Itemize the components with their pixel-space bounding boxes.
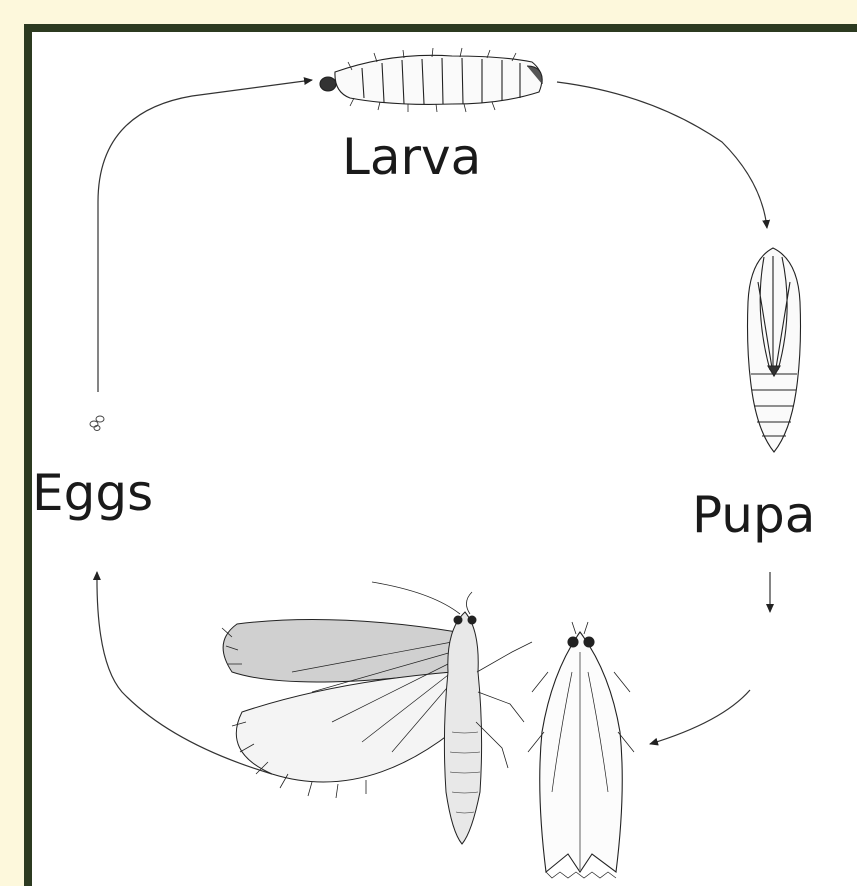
- label-larva: Larva: [342, 132, 481, 182]
- adult-moth-spread-illustration: [222, 582, 532, 844]
- arrow-pupa-to-adult: [650, 690, 750, 744]
- arrow-larva-to-pupa: [557, 82, 767, 228]
- eggs-illustration: [90, 416, 104, 431]
- label-eggs: Eggs: [32, 468, 153, 518]
- life-cycle-diagram: Larva Pupa Eggs: [24, 24, 857, 886]
- larva-illustration: [320, 48, 542, 112]
- arrow-eggs-to-larva: [98, 80, 312, 392]
- adult-moth-resting-illustration: [528, 622, 634, 878]
- pupa-illustration: [748, 248, 801, 452]
- label-pupa: Pupa: [692, 490, 815, 540]
